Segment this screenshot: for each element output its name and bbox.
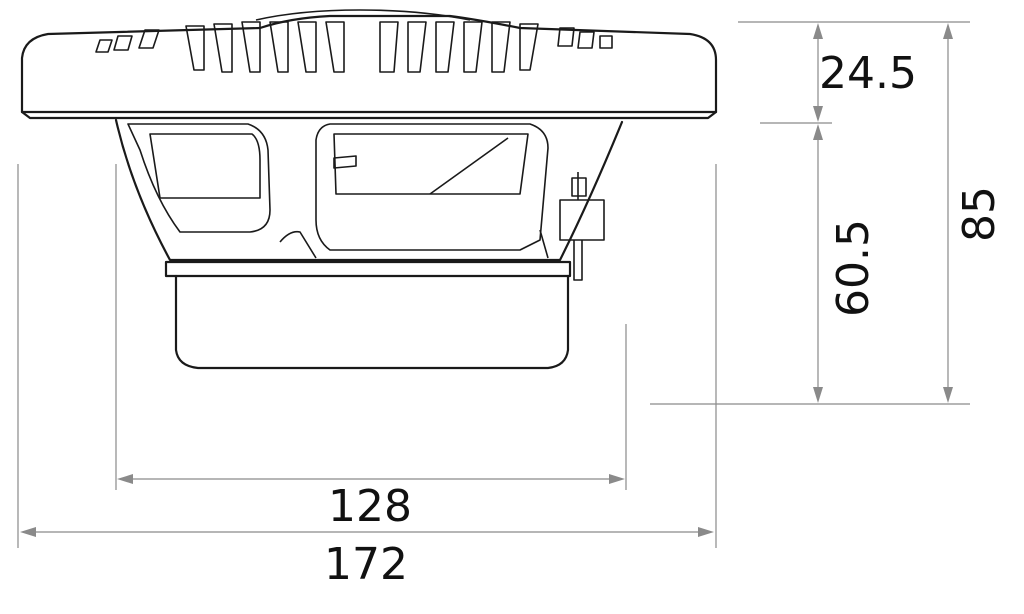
- speaker-magnet: [164, 260, 572, 370]
- dimension-label-top-depth: 24.5: [819, 48, 917, 99]
- grille-slots: [95, 9, 613, 73]
- dimension-label-bottom-depth: 60.5: [828, 219, 879, 317]
- dimension-label-outer-width: 172: [324, 539, 408, 590]
- dimension-label-basket-width: 128: [328, 481, 412, 532]
- speaker-basket: [114, 118, 624, 281]
- dimension-lines: [17, 21, 970, 548]
- speaker-grille: [20, 9, 718, 120]
- dimension-label-total-depth: 85: [954, 186, 1005, 242]
- terminal-connector: [559, 172, 605, 281]
